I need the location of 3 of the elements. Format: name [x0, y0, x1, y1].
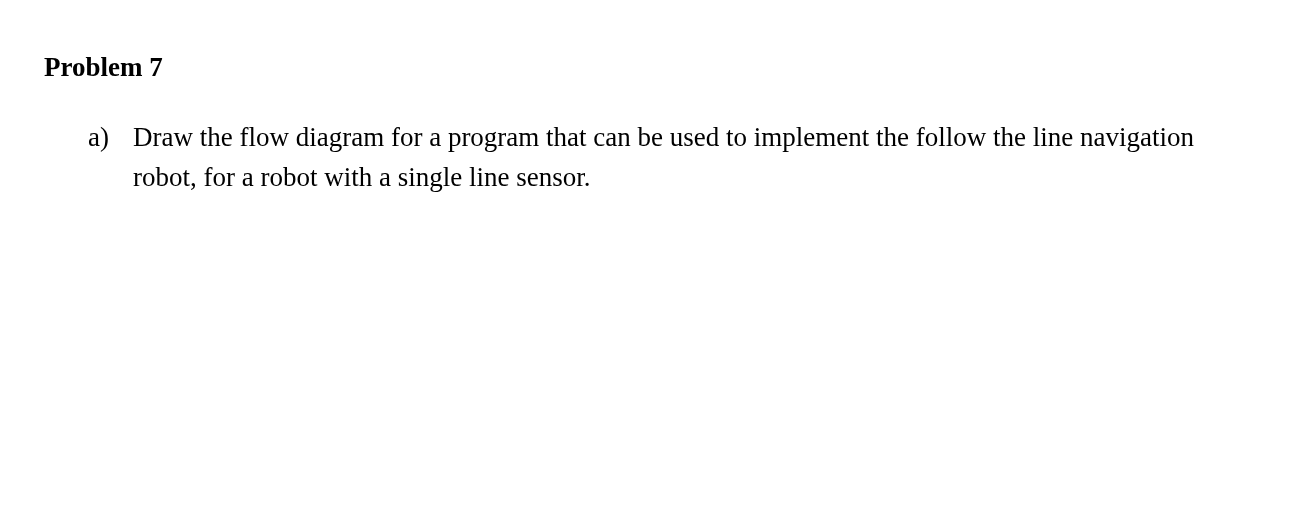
item-marker: a): [88, 121, 109, 154]
problem-heading: Problem 7: [44, 52, 163, 83]
question-text: Draw the flow diagram for a program that can be used to implement the follow the line navigation robot, for a robot with a single line sensor.: [133, 121, 1195, 194]
